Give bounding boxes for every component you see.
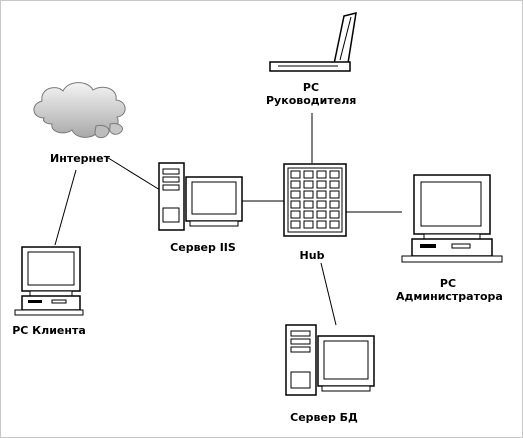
hub-port xyxy=(329,210,340,219)
hub-port xyxy=(290,180,301,189)
admin-desktop-computer-icon xyxy=(401,174,503,263)
hub-port xyxy=(290,210,301,219)
link-internet-iis xyxy=(104,155,161,191)
cloud-icon xyxy=(33,82,126,139)
hub-port xyxy=(329,170,340,179)
db-tower-computer-icon xyxy=(285,324,375,396)
hub-port xyxy=(316,200,327,209)
client-desktop-computer-icon xyxy=(14,246,84,316)
hub-port xyxy=(316,190,327,199)
label-hub: Hub xyxy=(299,249,325,262)
hub-device-icon xyxy=(283,163,347,237)
link-internet-client xyxy=(54,169,77,246)
hub-port xyxy=(303,220,314,229)
hub-port xyxy=(303,180,314,189)
hub-port xyxy=(290,170,301,179)
hub-port xyxy=(303,190,314,199)
label-server-iis: Сервер IIS xyxy=(170,241,236,254)
hub-port xyxy=(290,190,301,199)
iis-tower-computer-icon xyxy=(158,162,243,231)
link-hub-db xyxy=(320,262,337,326)
manager-laptop-icon xyxy=(269,11,357,72)
hub-port xyxy=(316,180,327,189)
hub-port xyxy=(316,220,327,229)
hub-port xyxy=(329,200,340,209)
hub-port xyxy=(303,170,314,179)
hub-port xyxy=(316,170,327,179)
hub-port xyxy=(290,220,301,229)
label-pc-admin: PC Администратора xyxy=(396,277,503,303)
label-server-db: Сервер БД xyxy=(290,411,358,424)
label-pc-client: PC Клиента xyxy=(12,324,86,337)
hub-port xyxy=(329,220,340,229)
hub-port xyxy=(303,200,314,209)
hub-port xyxy=(290,200,301,209)
label-pc-manager: PC Руководителя xyxy=(266,81,357,107)
label-internet: Интернет xyxy=(50,152,110,165)
hub-port xyxy=(329,180,340,189)
hub-port xyxy=(316,210,327,219)
hub-port xyxy=(329,190,340,199)
hub-port xyxy=(303,210,314,219)
